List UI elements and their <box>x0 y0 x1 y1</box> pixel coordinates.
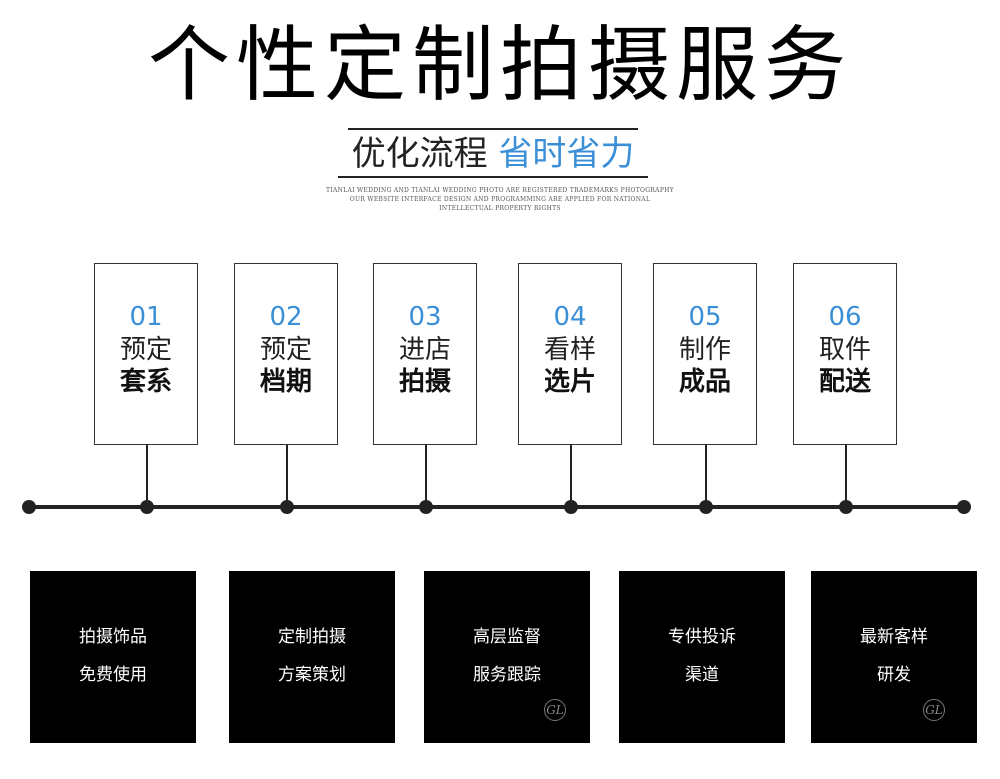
step-number: 02 <box>269 302 303 332</box>
step-connector <box>705 445 707 507</box>
timeline-dot <box>699 500 713 514</box>
trademark-fineprint: TIANLAI WEDDING AND TIANLAI WEDDING PHOT… <box>300 186 700 213</box>
subtitle-blue-text: 省时省力 <box>498 134 635 174</box>
step-label-top: 制作 <box>678 335 731 365</box>
feature-line: 拍摄饰品 <box>79 627 147 647</box>
subtitle: 优化流程 省时省力 <box>338 134 648 174</box>
step-card-02: 02 预定 档期 <box>234 263 338 445</box>
timeline-dot <box>419 500 433 514</box>
step-connector <box>425 445 427 507</box>
step-card-05: 05 制作 成品 <box>653 263 757 445</box>
feature-line: 免费使用 <box>79 665 147 685</box>
gl-monogram-icon: GL <box>923 699 945 721</box>
feature-box-accessories: 拍摄饰品 免费使用 <box>30 571 196 743</box>
feature-line: 定制拍摄 <box>278 627 346 647</box>
timeline-end-dot <box>957 500 971 514</box>
step-connector <box>146 445 148 507</box>
subtitle-bottom-rule <box>338 176 648 178</box>
subtitle-banner: 优化流程 省时省力 <box>338 128 648 184</box>
page-title: 个性定制拍摄服务 <box>147 18 852 113</box>
feature-line: 渠道 <box>685 665 719 685</box>
feature-line: 服务跟踪 <box>473 665 541 685</box>
step-connector <box>286 445 288 507</box>
fineprint-line: TIANLAI WEDDING AND TIANLAI WEDDING PHOT… <box>326 187 674 194</box>
feature-box-supervision: 高层监督 服务跟踪 GL <box>424 571 590 743</box>
step-label-bottom: 档期 <box>259 367 312 397</box>
step-label-bottom: 选片 <box>543 367 596 397</box>
feature-line: 最新客样 <box>860 627 928 647</box>
step-number: 01 <box>129 302 163 332</box>
step-label-top: 看样 <box>543 335 596 365</box>
timeline-dot <box>140 500 154 514</box>
timeline-line <box>28 505 964 509</box>
fineprint-line: INTELLECTUAL PROPERTY RIGHTS <box>439 205 561 212</box>
step-connector <box>570 445 572 507</box>
gl-monogram-icon: GL <box>544 699 566 721</box>
step-number: 05 <box>688 302 722 332</box>
step-connector <box>845 445 847 507</box>
subtitle-top-rule <box>348 128 638 130</box>
subtitle-dark-text: 优化流程 <box>351 134 488 174</box>
timeline-dot <box>839 500 853 514</box>
feature-line: 方案策划 <box>278 665 346 685</box>
timeline-dot <box>564 500 578 514</box>
step-number: 06 <box>828 302 862 332</box>
feature-line: 高层监督 <box>473 627 541 647</box>
step-number: 04 <box>553 302 587 332</box>
feature-line: 专供投诉 <box>668 627 736 647</box>
feature-box-samples: 最新客样 研发 GL <box>811 571 977 743</box>
step-card-04: 04 看样 选片 <box>518 263 622 445</box>
step-label-top: 预定 <box>119 335 172 365</box>
step-label-bottom: 成品 <box>678 367 731 397</box>
timeline-end-dot <box>22 500 36 514</box>
step-label-bottom: 套系 <box>119 367 172 397</box>
step-card-06: 06 取件 配送 <box>793 263 897 445</box>
step-card-03: 03 进店 拍摄 <box>373 263 477 445</box>
step-label-top: 预定 <box>259 335 312 365</box>
timeline-dot <box>280 500 294 514</box>
step-card-01: 01 预定 套系 <box>94 263 198 445</box>
step-label-bottom: 配送 <box>818 367 871 397</box>
feature-box-complaints: 专供投诉 渠道 <box>619 571 785 743</box>
step-label-bottom: 拍摄 <box>398 367 451 397</box>
step-label-top: 进店 <box>398 335 451 365</box>
feature-line: 研发 <box>877 665 911 685</box>
step-number: 03 <box>408 302 442 332</box>
feature-box-planning: 定制拍摄 方案策划 <box>229 571 395 743</box>
fineprint-line: OUR WEBSITE INTERFACE DESIGN AND PROGRAM… <box>349 196 651 203</box>
step-label-top: 取件 <box>818 335 871 365</box>
